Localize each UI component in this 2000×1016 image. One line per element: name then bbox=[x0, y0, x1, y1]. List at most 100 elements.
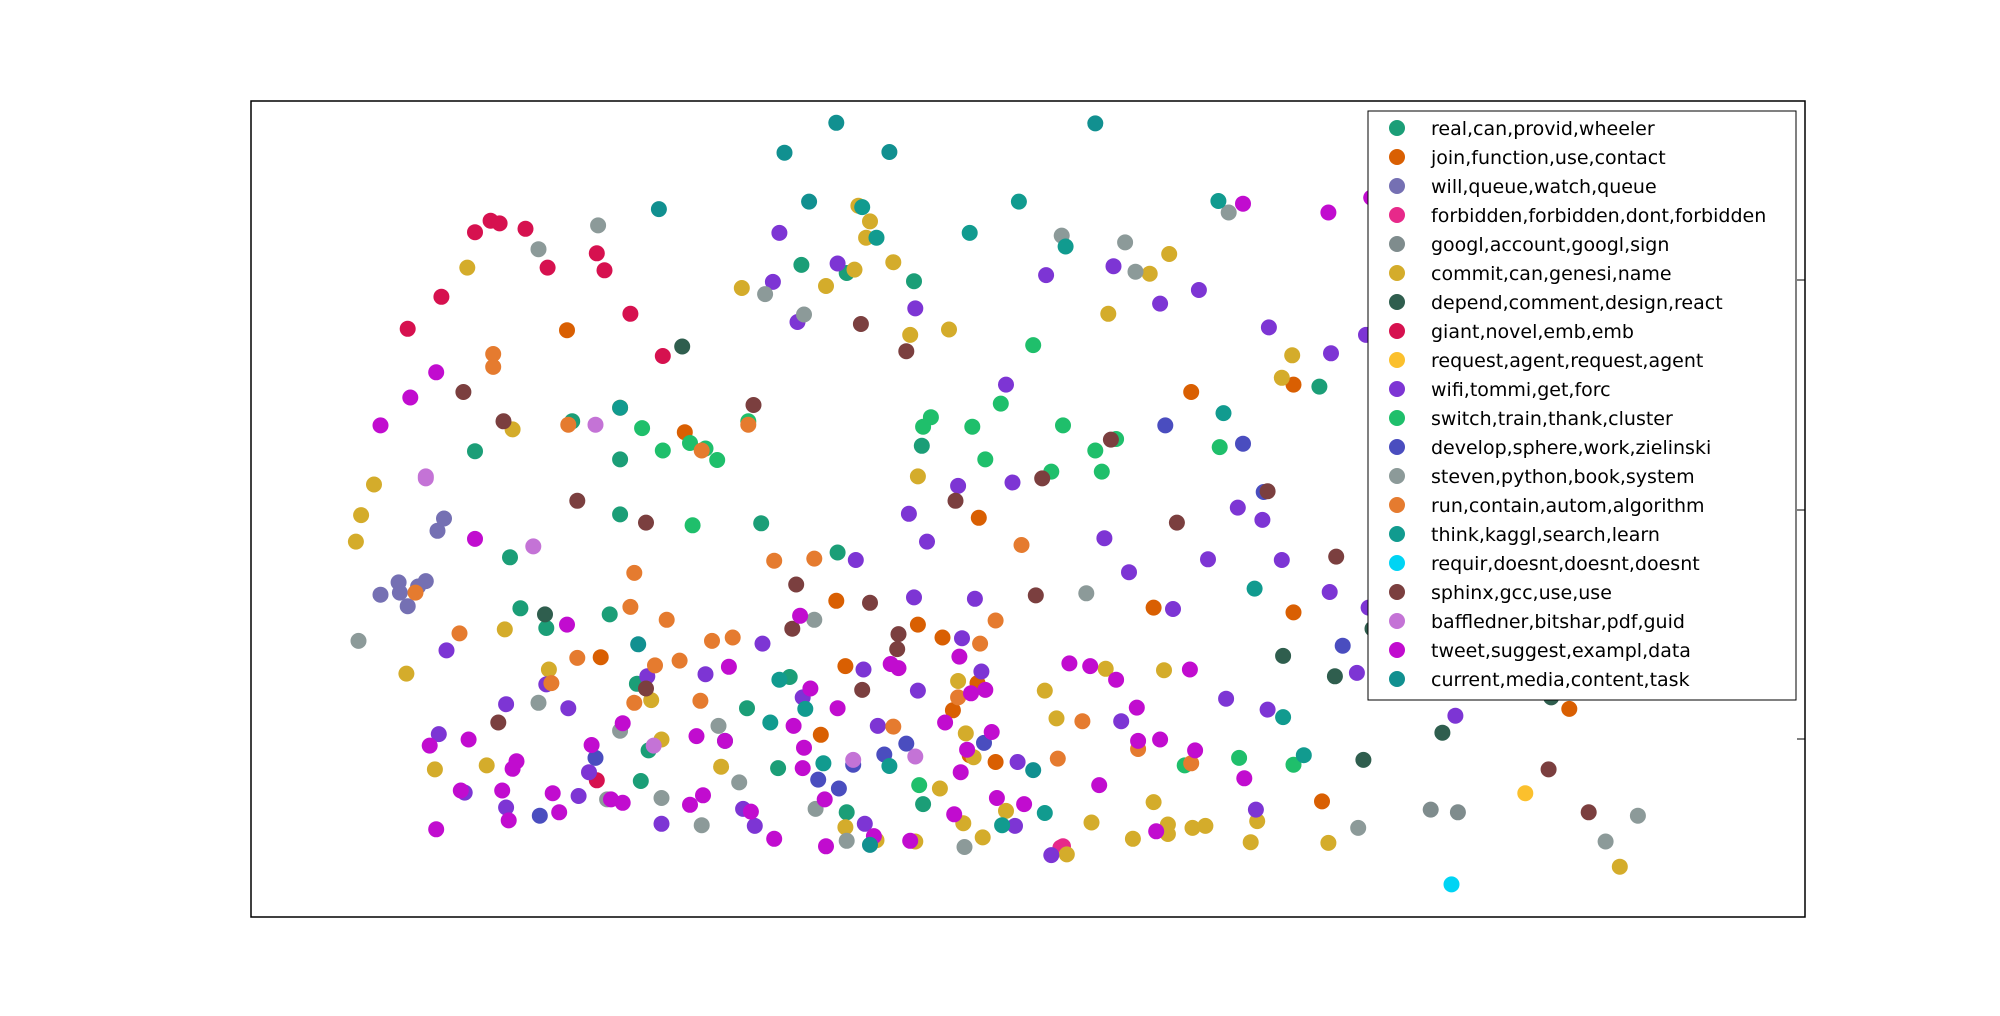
data-point bbox=[764, 273, 781, 290]
data-point bbox=[455, 384, 472, 400]
data-point bbox=[531, 807, 548, 824]
data-point bbox=[713, 758, 730, 775]
legend-item: join,function,use,contact bbox=[1389, 147, 1666, 169]
legend-item: depend,comment,design,react bbox=[1389, 292, 1723, 314]
data-point bbox=[720, 658, 737, 675]
data-point bbox=[402, 389, 419, 406]
legend-marker bbox=[1389, 555, 1405, 571]
data-point bbox=[1285, 756, 1302, 773]
data-point bbox=[478, 757, 495, 774]
data-point bbox=[658, 611, 675, 628]
data-point bbox=[998, 376, 1014, 393]
series-13 bbox=[407, 346, 1200, 772]
data-point bbox=[1321, 584, 1338, 600]
data-point bbox=[452, 782, 469, 799]
data-point bbox=[570, 788, 587, 804]
data-point bbox=[862, 594, 878, 611]
data-point bbox=[1036, 805, 1053, 821]
data-point bbox=[1016, 796, 1033, 813]
data-point bbox=[1629, 807, 1646, 824]
data-point bbox=[544, 785, 561, 802]
data-point bbox=[1210, 193, 1227, 209]
data-point bbox=[433, 288, 450, 305]
data-point bbox=[347, 533, 364, 550]
legend-item: think,kaggl,search,learn bbox=[1389, 524, 1660, 546]
data-point bbox=[1334, 637, 1351, 654]
data-point bbox=[806, 611, 823, 628]
data-point bbox=[1211, 439, 1228, 456]
legend-item: switch,train,thank,cluster bbox=[1389, 408, 1673, 430]
legend-item: giant,novel,emb,emb bbox=[1389, 321, 1634, 343]
data-point bbox=[626, 564, 643, 581]
data-point bbox=[674, 338, 691, 355]
data-point bbox=[417, 470, 434, 487]
data-point bbox=[592, 649, 609, 666]
data-point bbox=[906, 273, 922, 290]
legend-label: giant,novel,emb,emb bbox=[1431, 321, 1634, 343]
data-point bbox=[1152, 295, 1169, 312]
legend-box bbox=[1367, 110, 1797, 701]
data-point bbox=[601, 606, 618, 623]
data-point bbox=[697, 666, 714, 683]
data-point bbox=[682, 796, 698, 813]
legend-marker bbox=[1389, 294, 1405, 310]
data-point bbox=[885, 254, 902, 271]
data-point bbox=[638, 680, 654, 697]
data-point bbox=[467, 530, 483, 547]
legend-label: will,queue,watch,queue bbox=[1431, 176, 1657, 198]
data-point bbox=[815, 755, 832, 772]
legend-label: real,can,provid,wheeler bbox=[1431, 118, 1655, 140]
data-point bbox=[766, 830, 783, 847]
data-point bbox=[754, 635, 771, 652]
data-point bbox=[934, 629, 951, 646]
legend-label: sphinx,gcc,use,use bbox=[1431, 582, 1612, 604]
data-point bbox=[1168, 514, 1185, 531]
data-point bbox=[399, 598, 416, 615]
data-point bbox=[801, 193, 818, 210]
data-point bbox=[1320, 834, 1337, 851]
data-point bbox=[1165, 601, 1181, 617]
data-point bbox=[745, 397, 762, 413]
legend-label: googl,account,googl,sign bbox=[1431, 234, 1669, 256]
data-point bbox=[1235, 435, 1251, 452]
legend-label: forbidden,forbidden,dont,forbidden bbox=[1431, 205, 1766, 227]
legend-label: wifi,tommi,get,forc bbox=[1431, 379, 1611, 401]
data-point bbox=[964, 418, 981, 435]
data-point bbox=[460, 731, 477, 748]
data-point bbox=[830, 780, 847, 797]
data-point bbox=[881, 758, 898, 774]
data-point bbox=[590, 217, 607, 234]
data-point bbox=[1259, 701, 1276, 718]
data-point bbox=[1220, 204, 1237, 221]
data-point bbox=[612, 506, 629, 523]
right-axis-ticks bbox=[1797, 279, 1805, 740]
data-point bbox=[1449, 804, 1466, 821]
data-point bbox=[1061, 655, 1078, 672]
data-point bbox=[852, 316, 869, 332]
data-point bbox=[1517, 785, 1534, 802]
data-point bbox=[1320, 204, 1337, 221]
data-point bbox=[1148, 823, 1165, 840]
data-point bbox=[693, 817, 710, 834]
data-point bbox=[559, 322, 575, 339]
data-point bbox=[793, 256, 810, 273]
data-point bbox=[1275, 647, 1292, 664]
data-point bbox=[829, 700, 846, 717]
data-point bbox=[1124, 830, 1141, 847]
data-point bbox=[898, 343, 915, 360]
data-point bbox=[587, 416, 604, 433]
data-point bbox=[1093, 463, 1110, 480]
data-point bbox=[569, 492, 586, 509]
data-point bbox=[816, 791, 833, 808]
data-point bbox=[937, 714, 954, 731]
data-point bbox=[1260, 319, 1277, 336]
data-point bbox=[784, 620, 801, 637]
data-point bbox=[530, 241, 547, 258]
data-point bbox=[1326, 668, 1343, 685]
data-point bbox=[753, 515, 770, 532]
data-point bbox=[1242, 834, 1259, 851]
data-point bbox=[762, 714, 779, 731]
legend-marker bbox=[1389, 497, 1405, 513]
data-point bbox=[530, 694, 547, 711]
